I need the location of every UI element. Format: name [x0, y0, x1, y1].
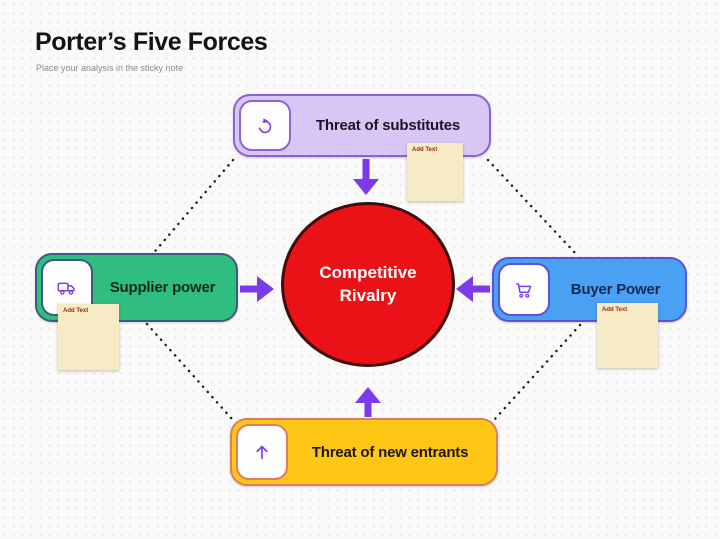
force-label: Buyer Power — [570, 281, 661, 298]
sticky-note-label: Add Text — [412, 147, 438, 153]
force-label: Supplier power — [109, 279, 216, 296]
sticky-note-supplier[interactable]: Add Text — [58, 304, 119, 370]
sticky-note-substitutes[interactable]: Add Text — [407, 143, 463, 201]
dotted-line-top-right — [486, 158, 579, 257]
dotted-line-bottom-right — [493, 323, 582, 421]
page-title: Porter’s Five Forces — [35, 28, 268, 56]
rotate-ccw-icon — [258, 117, 272, 133]
dotted-line-bottom-left — [145, 322, 234, 421]
sticky-note-label: Add Text — [602, 307, 628, 313]
cart-icon — [516, 282, 532, 298]
force-box-threat-of-new-entrants[interactable]: Threat of new entrants — [230, 418, 498, 486]
force-box-threat-of-substitutes[interactable]: Threat of substitutes — [233, 94, 491, 157]
center-node-competitive-rivalry[interactable]: Competitive Rivalry — [281, 202, 455, 367]
truck-icon — [57, 282, 75, 295]
icon-chip — [236, 424, 288, 480]
page-subtitle: Place your analysis in the sticky note — [36, 63, 184, 73]
sticky-note-buyer[interactable]: Add Text — [597, 303, 658, 368]
icon-chip — [498, 263, 550, 316]
dotted-line-top-left — [149, 158, 235, 258]
arrow-up-icon — [256, 445, 268, 460]
icon-chip — [239, 100, 291, 151]
force-label: Threat of new entrants — [311, 443, 469, 461]
force-label: Threat of substitutes — [315, 117, 461, 134]
sticky-note-label: Add Text — [63, 308, 89, 314]
center-node-label: Competitive Rivalry — [319, 262, 417, 305]
